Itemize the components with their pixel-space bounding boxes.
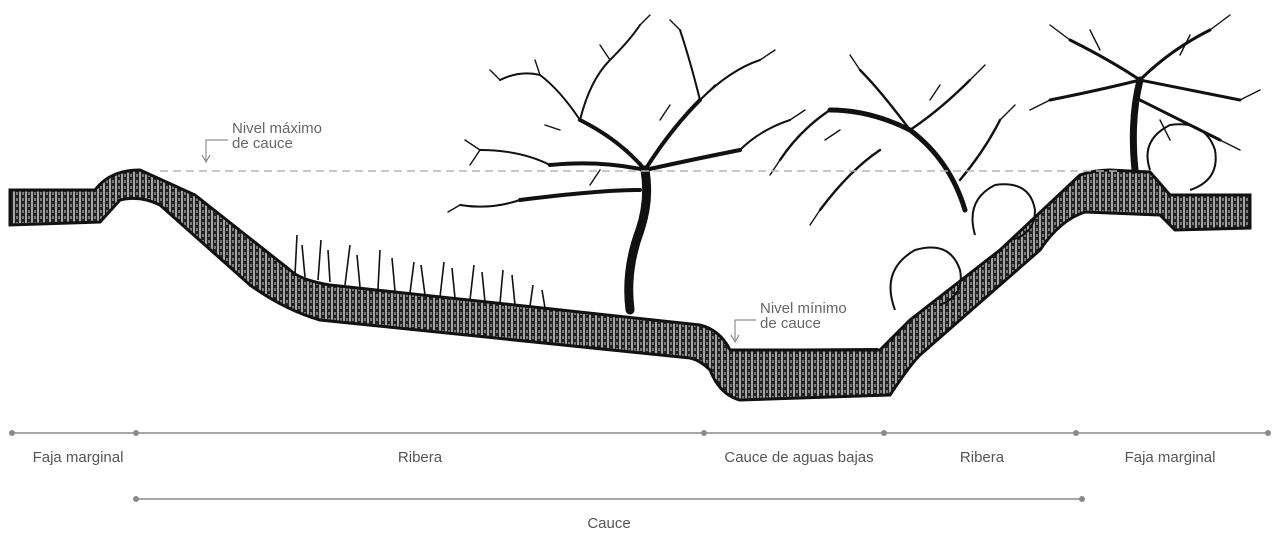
tree-right — [1030, 15, 1260, 170]
zone-tick — [1073, 430, 1079, 436]
min-level-line2: de cauce — [760, 315, 821, 332]
zone-tick — [9, 430, 15, 436]
max-level-annotation: Nivel máximo de cauce — [202, 120, 322, 162]
label-cauce: Cauce — [587, 515, 630, 532]
zone-tick — [1265, 430, 1271, 436]
cauce-tick — [1079, 496, 1085, 502]
label-faja-marginal-right: Faja marginal — [1125, 449, 1216, 466]
max-level-line2: de cauce — [232, 135, 293, 152]
label-faja-marginal-left: Faja marginal — [33, 449, 124, 466]
label-ribera-right: Ribera — [960, 449, 1005, 466]
zone-tick — [701, 430, 707, 436]
min-level-arrow — [731, 320, 756, 342]
max-level-arrow — [202, 140, 228, 162]
zone-tick — [881, 430, 887, 436]
min-level-annotation: Nivel mínimo de cauce — [731, 300, 847, 342]
cauce-tick — [133, 496, 139, 502]
zone-tick — [133, 430, 139, 436]
low-water-surface — [732, 349, 878, 350]
tree-center — [448, 15, 805, 310]
label-cauce-aguas-bajas: Cauce de aguas bajas — [724, 449, 873, 466]
label-ribera-left: Ribera — [398, 449, 443, 466]
zone-scale — [9, 430, 1271, 436]
cauce-scale — [133, 496, 1085, 502]
